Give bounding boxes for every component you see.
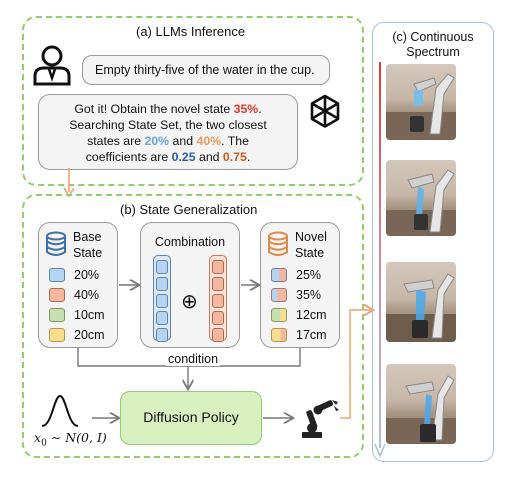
base-state-item: 40%	[49, 287, 99, 303]
base-state-swatch	[49, 268, 65, 282]
database-icon	[46, 231, 66, 256]
novel-feature-vector	[209, 255, 227, 342]
diffusion-policy-box: Diffusion Policy	[120, 391, 262, 445]
database-icon	[268, 231, 288, 256]
coefficient-a: 0.25	[171, 150, 196, 164]
spectrum-photo-3	[386, 262, 456, 342]
novel-state-swatch	[271, 268, 287, 282]
spectrum-photo-1	[386, 64, 456, 140]
openai-icon	[310, 94, 340, 128]
closest-state-low: 20%	[144, 134, 170, 148]
novel-state-swatch	[271, 288, 287, 302]
state-generalization-title: (b) State Generalization	[120, 202, 258, 217]
novel-state-box: Novel State 25% 35% 12cm 17cm	[260, 222, 340, 348]
base-state-swatch	[49, 308, 65, 322]
user-icon	[33, 45, 71, 86]
base-state-box: Base State 20% 40% 10cm 20cm	[38, 222, 118, 348]
llm-inference-panel	[22, 16, 364, 186]
base-state-item: 10cm	[49, 307, 105, 323]
novel-state-item: 17cm	[271, 327, 327, 343]
closest-state-high: 40%	[196, 134, 222, 148]
user-prompt-bubble: Empty thirty-five of the water in the cu…	[82, 55, 330, 85]
combination-title: Combination	[154, 235, 226, 249]
base-state-item: 20%	[49, 267, 99, 283]
user-prompt-text: Empty thirty-five of the water in the cu…	[95, 63, 315, 77]
novel-state-item: 25%	[271, 267, 321, 283]
robot-arm-icon	[302, 400, 339, 438]
reply-line-3: states are 20% and 40%. The	[87, 134, 249, 148]
novel-state-value: 35%	[233, 102, 259, 116]
base-feature-vector	[153, 255, 171, 342]
condition-line	[77, 348, 301, 367]
combine-operator: ⊕	[181, 289, 198, 313]
base-state-title: Base State	[73, 230, 103, 260]
coefficient-b: 0.75	[222, 150, 247, 164]
reply-line-2: Searching State Set, the two closest	[69, 118, 267, 132]
diffusion-policy-label: Diffusion Policy	[143, 409, 239, 425]
continuous-spectrum-title: (c) Continuous Spectrum	[392, 30, 474, 59]
base-state-item: 20cm	[49, 327, 105, 343]
novel-state-title: Novel State	[295, 230, 327, 260]
combination-box: Combination ⊕	[140, 222, 240, 348]
inference-to-generalization-arrow	[63, 168, 75, 198]
llm-inference-title: (a) LLMs Inference	[136, 24, 246, 39]
robot-to-spectrum-arrow	[340, 310, 372, 419]
llm-reply-bubble: Got it! Obtain the novel state 35%. Sear…	[38, 94, 298, 170]
novel-state-item: 35%	[271, 287, 321, 303]
reply-line-1: Got it! Obtain the novel state 35%.	[74, 102, 262, 116]
base-state-swatch	[49, 288, 65, 302]
spectrum-photo-4	[386, 364, 456, 444]
noise-formula: x0 ∼ N(0, I)	[34, 430, 107, 449]
novel-state-item: 12cm	[271, 307, 327, 323]
novel-state-swatch	[271, 328, 287, 342]
novel-state-swatch	[271, 308, 287, 322]
state-generalization-panel	[22, 194, 364, 458]
continuous-spectrum-panel	[372, 22, 494, 462]
spectrum-gradient-arrow	[374, 62, 386, 459]
spectrum-photo-2	[386, 160, 456, 236]
bell-curve-icon	[41, 394, 79, 427]
base-state-swatch	[49, 328, 65, 342]
condition-label: condition	[166, 352, 221, 366]
reply-line-4: coefficients are 0.25 and 0.75.	[85, 150, 251, 164]
